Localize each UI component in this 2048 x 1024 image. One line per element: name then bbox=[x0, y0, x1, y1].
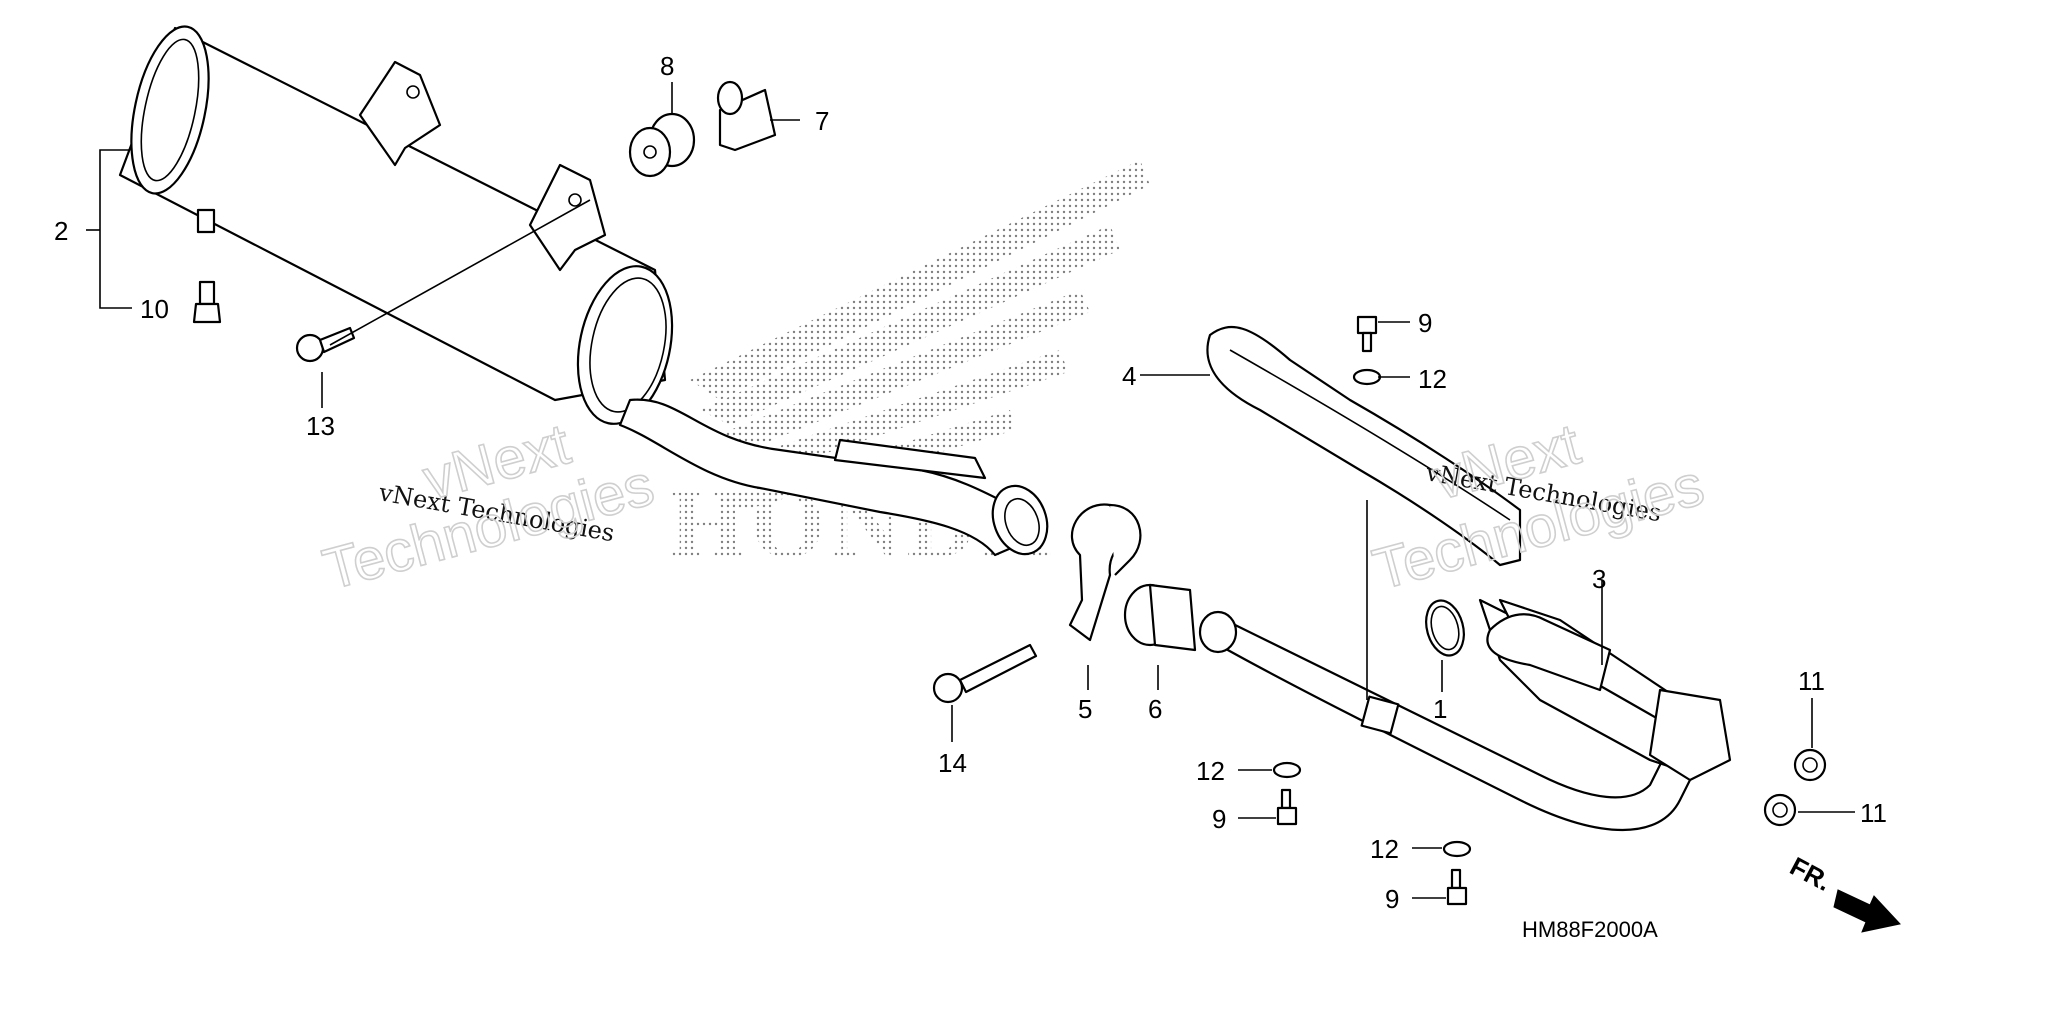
bolt-part-9b bbox=[1276, 788, 1298, 826]
bolt-part-9c bbox=[1446, 868, 1468, 906]
callout-4: 4 bbox=[1122, 361, 1136, 391]
heat-shield-part-4 bbox=[1206, 326, 1522, 567]
callout-11b: 11 bbox=[1860, 798, 1887, 828]
bolt-part-13 bbox=[295, 326, 356, 363]
callout-3: 3 bbox=[1592, 564, 1606, 594]
callout-1: 1 bbox=[1433, 694, 1447, 724]
callout-14: 14 bbox=[938, 748, 967, 778]
ring-gasket-part-1 bbox=[1425, 599, 1465, 657]
front-arrow-icon bbox=[1833, 889, 1901, 933]
callout-11a: 11 bbox=[1798, 666, 1825, 696]
washer-part-12a bbox=[1352, 368, 1382, 386]
leader-lines bbox=[86, 82, 1855, 899]
callout-12b: 12 bbox=[1196, 756, 1225, 786]
callout-8: 8 bbox=[660, 51, 674, 81]
collar-part-7 bbox=[716, 80, 777, 152]
muffler-joint-pipe bbox=[1486, 613, 1612, 692]
callout-2: 2 bbox=[54, 216, 68, 246]
callout-9a: 9 bbox=[1418, 308, 1432, 338]
nut-part-11b bbox=[1763, 793, 1797, 827]
callout-5: 5 bbox=[1078, 694, 1092, 724]
exhaust-pipe-part-3 bbox=[1198, 598, 1732, 832]
callout-7: 7 bbox=[815, 106, 829, 136]
bolt-part-10 bbox=[192, 280, 222, 324]
callout-12c: 12 bbox=[1370, 834, 1399, 864]
callout-labels: 1 2 3 4 5 6 7 8 9 9 9 10 11 11 12 12 12 … bbox=[54, 51, 1887, 914]
honda-wing-logo: HONDA bbox=[670, 160, 1150, 577]
front-label: FR. bbox=[1785, 851, 1836, 897]
grommet-part-8 bbox=[628, 112, 696, 178]
diagram-code: HM88F2000A bbox=[1522, 917, 1658, 942]
bolt-part-9a bbox=[1356, 315, 1378, 353]
callout-6: 6 bbox=[1148, 694, 1162, 724]
clamp-part-5 bbox=[1068, 503, 1142, 642]
callout-9c: 9 bbox=[1385, 884, 1399, 914]
callout-9b: 9 bbox=[1212, 804, 1226, 834]
bolt-part-14 bbox=[932, 643, 1038, 704]
callout-12a: 12 bbox=[1418, 364, 1447, 394]
callout-13: 13 bbox=[306, 411, 335, 441]
washer-part-12c bbox=[1442, 840, 1472, 858]
washer-part-12b bbox=[1272, 761, 1302, 779]
nut-part-11a bbox=[1793, 748, 1827, 782]
callout-10: 10 bbox=[140, 294, 169, 324]
muffler-assembly bbox=[118, 25, 1049, 557]
gasket-part-6 bbox=[1123, 583, 1197, 652]
front-direction-indicator: FR. bbox=[1785, 851, 1901, 933]
